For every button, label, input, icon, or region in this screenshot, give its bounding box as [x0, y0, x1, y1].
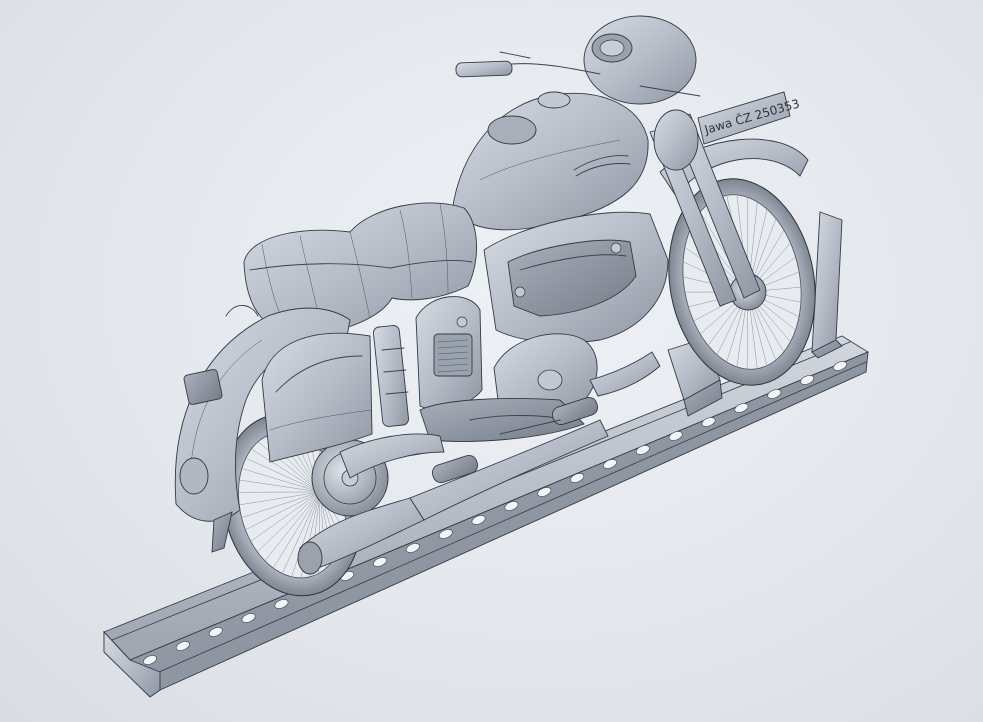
rail-hole: [274, 599, 289, 609]
frame-plate: [415, 296, 483, 410]
wheel-spoke: [264, 491, 321, 561]
rail-hole: [635, 445, 650, 455]
grille-line: [437, 357, 469, 361]
rail-hole: [175, 641, 190, 651]
grille-line: [437, 345, 469, 349]
rail-hole: [208, 627, 223, 637]
rail-hole: [767, 389, 782, 399]
rail-hole: [372, 557, 388, 567]
wheel-spoke: [245, 457, 321, 493]
rail-hole: [471, 515, 486, 525]
wheel-spoke: [282, 491, 321, 574]
wheel-spoke: [291, 491, 321, 577]
wheel-spoke: [250, 491, 321, 542]
rail-hole: [602, 459, 618, 469]
grille-line: [437, 369, 469, 373]
grille-line: [437, 351, 469, 355]
rail-hole: [668, 431, 683, 441]
rail-hole: [734, 403, 749, 413]
rail-hole: [241, 613, 256, 623]
grille-line: [437, 363, 469, 367]
wheel-spoke: [257, 441, 321, 493]
rail-hole: [537, 487, 552, 497]
tool-box: [261, 332, 373, 463]
engine: [419, 333, 598, 442]
foot-pegs: [431, 396, 599, 484]
wheel-spoke: [239, 491, 321, 506]
headlight-assembly: [583, 15, 697, 105]
seat: [225, 202, 477, 336]
rail-hole: [438, 529, 453, 539]
rail-hole: [800, 375, 815, 385]
rail-hole: [504, 501, 519, 511]
rear-shock: [372, 325, 410, 427]
front-fork: [649, 109, 761, 307]
rail-hole: [142, 655, 158, 665]
chain-guard: [339, 433, 445, 479]
license-plate: Jawa ČZ 250353: [697, 91, 801, 145]
rail-hole: [405, 543, 420, 553]
handlebar: [455, 51, 701, 97]
wheel-spoke: [273, 491, 321, 569]
rail-hole: [570, 473, 585, 483]
wheel-spoke: [251, 448, 321, 493]
wheel-spoke: [241, 468, 321, 493]
rail-hole: [701, 417, 716, 427]
rail-hole: [832, 361, 848, 371]
fuel-tank: [451, 91, 649, 231]
wheel-spoke: [257, 491, 321, 552]
side-cover: [483, 211, 669, 344]
wheel-spoke: [241, 491, 321, 518]
exhaust: [297, 351, 661, 575]
wheel-spoke: [245, 491, 321, 531]
grille-line: [437, 339, 469, 343]
wheel-spoke: [239, 479, 321, 493]
